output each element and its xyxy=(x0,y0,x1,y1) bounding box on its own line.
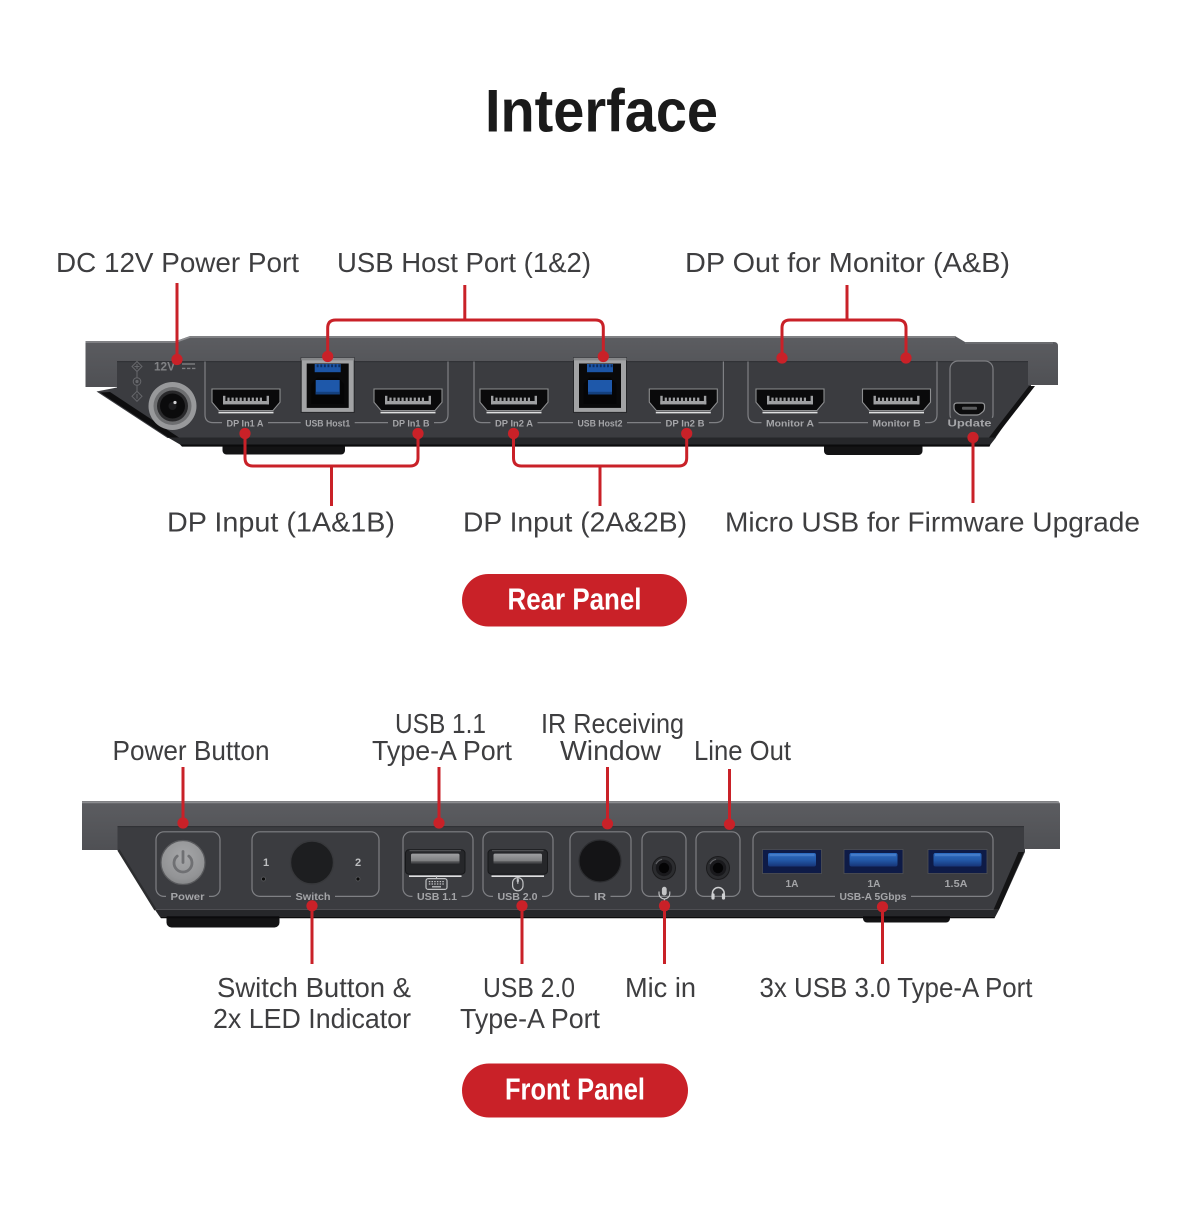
svg-text:12V: 12V xyxy=(154,362,175,374)
svg-text:Micro USB for Firmware Upgrade: Micro USB for Firmware Upgrade xyxy=(725,507,1140,538)
svg-text:3x USB 3.0 Type-A Port: 3x USB 3.0 Type-A Port xyxy=(760,972,1033,1003)
svg-text:USB Host1: USB Host1 xyxy=(305,418,351,429)
svg-text:USB Host Port (1&2): USB Host Port (1&2) xyxy=(337,247,591,278)
svg-text:1: 1 xyxy=(263,857,269,869)
svg-text:DP In2 B: DP In2 B xyxy=(666,418,705,429)
svg-text:USB 1.1: USB 1.1 xyxy=(417,891,457,903)
svg-text:USB-A 5Gbps: USB-A 5Gbps xyxy=(840,891,907,903)
svg-text:Monitor B: Monitor B xyxy=(873,418,921,429)
svg-text:USB 2.0: USB 2.0 xyxy=(498,891,538,903)
svg-text:Switch: Switch xyxy=(296,891,331,903)
svg-text:Type-A Port: Type-A Port xyxy=(372,735,512,766)
svg-text:Interface: Interface xyxy=(485,78,718,145)
svg-text:Monitor A: Monitor A xyxy=(766,418,814,429)
svg-text:Power Button: Power Button xyxy=(113,735,270,766)
svg-text:DP In1 B: DP In1 B xyxy=(393,418,430,429)
svg-text:IR: IR xyxy=(594,891,606,903)
svg-text:DP In2 A: DP In2 A xyxy=(495,418,533,429)
svg-text:Front Panel: Front Panel xyxy=(505,1072,645,1107)
svg-text:Switch Button &: Switch Button & xyxy=(217,972,411,1003)
svg-text:DP In1 A: DP In1 A xyxy=(227,418,264,429)
svg-text:1.5A: 1.5A xyxy=(945,878,968,890)
svg-text:USB Host2: USB Host2 xyxy=(578,418,623,429)
svg-text:USB 1.1: USB 1.1 xyxy=(395,708,486,739)
svg-text:Update: Update xyxy=(948,417,992,429)
svg-text:DP Input (2A&2B): DP Input (2A&2B) xyxy=(463,507,687,538)
svg-text:DP Input (1A&1B): DP Input (1A&1B) xyxy=(167,507,395,538)
svg-text:DP Out for Monitor (A&B): DP Out for Monitor (A&B) xyxy=(685,247,1010,278)
svg-text:Line Out: Line Out xyxy=(694,735,791,766)
svg-text:Window: Window xyxy=(560,735,662,766)
svg-text:Power: Power xyxy=(171,891,205,903)
svg-text:1A: 1A xyxy=(868,878,881,890)
svg-text:Rear Panel: Rear Panel xyxy=(508,582,642,617)
svg-text:DC 12V Power Port: DC 12V Power Port xyxy=(56,247,299,278)
svg-text:IR Receiving: IR Receiving xyxy=(541,708,684,739)
svg-text:Type-A Port: Type-A Port xyxy=(460,1003,600,1034)
svg-text:USB 2.0: USB 2.0 xyxy=(483,972,575,1003)
svg-text:Mic in: Mic in xyxy=(625,972,696,1003)
svg-text:1A: 1A xyxy=(786,878,799,890)
svg-text:2x LED Indicator: 2x LED Indicator xyxy=(213,1003,411,1034)
svg-text:2: 2 xyxy=(355,857,361,869)
